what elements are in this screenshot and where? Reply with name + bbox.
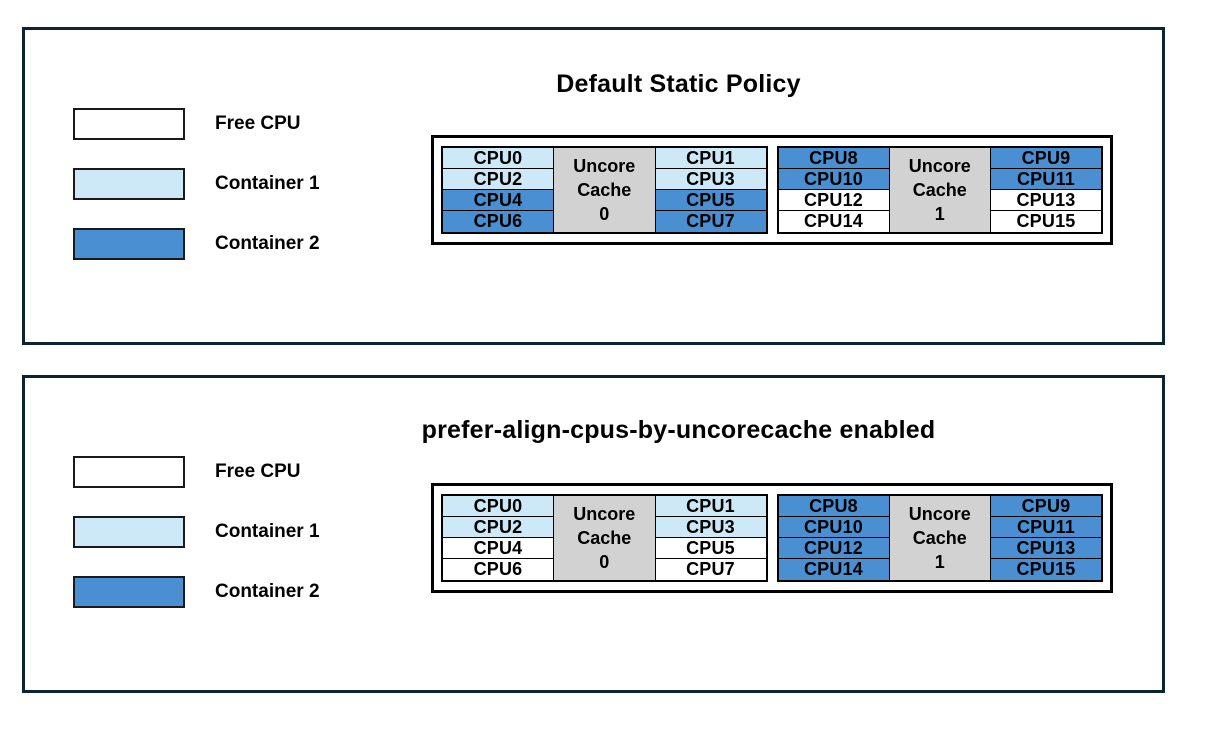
cache-group-0: CPU0 CPU2 CPU4 CPU6 Uncore Cache 0 CPU1 … — [441, 146, 768, 234]
cpu-cell: CPU7 — [654, 210, 767, 233]
uncore-cache-label-line1: Uncore — [573, 503, 636, 524]
uncore-cache-index: 0 — [599, 552, 610, 573]
cpu-column-left: CPU0 CPU2 CPU4 CPU6 — [442, 495, 554, 581]
cpu-column-left: CPU8 CPU10 CPU12 CPU14 — [777, 495, 890, 581]
cpu-cell: CPU1 — [654, 495, 767, 518]
cpu-cell: CPU6 — [442, 558, 554, 581]
uncore-cache-label-line2: Cache — [912, 527, 967, 548]
uncore-cache-block: Uncore Cache 1 — [888, 148, 991, 232]
legend-swatch-container-2 — [73, 576, 185, 608]
legend-item-container-2: Container 2 — [73, 228, 320, 260]
cache-group-1: CPU8 CPU10 CPU12 CPU14 Uncore Cache 1 CP… — [776, 494, 1103, 582]
uncore-cache-label-line2: Cache — [577, 527, 632, 548]
uncore-cache-block: Uncore Cache 0 — [553, 148, 656, 232]
cpu-cell: CPU0 — [442, 147, 554, 170]
panel-prefer-align-cpus-by-uncorecache: prefer-align-cpus-by-uncorecache enabled… — [22, 375, 1165, 693]
legend-label-free-cpu: Free CPU — [215, 461, 301, 482]
uncore-cache-index: 0 — [599, 204, 610, 225]
cpu-cell: CPU1 — [654, 147, 767, 170]
cpu-cell: CPU2 — [442, 516, 554, 539]
cpu-cell: CPU9 — [990, 495, 1102, 518]
cpu-topology-diagram: CPU0 CPU2 CPU4 CPU6 Uncore Cache 0 CPU1 … — [431, 483, 1113, 593]
legend-label-container-2: Container 2 — [215, 233, 320, 254]
legend-label-container-1: Container 1 — [215, 521, 320, 542]
cpu-cell: CPU6 — [442, 210, 554, 233]
cpu-cell: CPU5 — [654, 537, 767, 560]
legend-label-container-2: Container 2 — [215, 581, 320, 602]
cpu-cell: CPU11 — [990, 168, 1102, 191]
cpu-cell: CPU14 — [777, 558, 890, 581]
legend-item-container-1: Container 1 — [73, 516, 320, 548]
uncore-cache-block: Uncore Cache 0 — [553, 496, 656, 580]
legend-item-container-2: Container 2 — [73, 576, 320, 608]
cache-group-1: CPU8 CPU10 CPU12 CPU14 Uncore Cache 1 CP… — [776, 146, 1103, 234]
cpu-cell: CPU5 — [654, 189, 767, 212]
cpu-cell: CPU2 — [442, 168, 554, 191]
cpu-cell: CPU3 — [654, 168, 767, 191]
uncore-cache-label-line1: Uncore — [908, 155, 971, 176]
legend: Free CPU Container 1 Container 2 — [73, 108, 320, 260]
cpu-cell: CPU15 — [990, 558, 1102, 581]
legend-swatch-container-1 — [73, 168, 185, 200]
uncore-cache-index: 1 — [934, 552, 945, 573]
legend-label-container-1: Container 1 — [215, 173, 320, 194]
uncore-cache-label-line2: Cache — [912, 179, 967, 200]
cpu-cell: CPU10 — [777, 168, 890, 191]
cpu-column-right: CPU9 CPU11 CPU13 CPU15 — [990, 495, 1102, 581]
cpu-column-right: CPU1 CPU3 CPU5 CPU7 — [654, 147, 767, 233]
legend-swatch-container-2 — [73, 228, 185, 260]
cpu-cell: CPU14 — [777, 210, 890, 233]
cpu-cell: CPU4 — [442, 537, 554, 560]
cpu-cell: CPU8 — [777, 147, 890, 170]
legend-item-free-cpu: Free CPU — [73, 108, 320, 140]
cpu-cell: CPU10 — [777, 516, 890, 539]
uncore-cache-index: 1 — [934, 204, 945, 225]
page-title: Default Static Policy — [556, 70, 801, 98]
cpu-column-right: CPU1 CPU3 CPU5 CPU7 — [654, 495, 767, 581]
cpu-cell: CPU12 — [777, 189, 890, 212]
legend: Free CPU Container 1 Container 2 — [73, 456, 320, 608]
legend-swatch-container-1 — [73, 516, 185, 548]
cpu-cell: CPU3 — [654, 516, 767, 539]
uncore-cache-label-line1: Uncore — [573, 155, 636, 176]
cpu-column-left: CPU8 CPU10 CPU12 CPU14 — [777, 147, 890, 233]
uncore-cache-label-line1: Uncore — [908, 503, 971, 524]
cpu-cell: CPU13 — [990, 189, 1102, 212]
cpu-cell: CPU15 — [990, 210, 1102, 233]
panel-default-static-policy: Default Static Policy Free CPU Container… — [22, 27, 1165, 345]
cpu-cell: CPU4 — [442, 189, 554, 212]
legend-item-free-cpu: Free CPU — [73, 456, 320, 488]
uncore-cache-label-line2: Cache — [577, 179, 632, 200]
legend-swatch-free-cpu — [73, 108, 185, 140]
legend-swatch-free-cpu — [73, 456, 185, 488]
cache-group-0: CPU0 CPU2 CPU4 CPU6 Uncore Cache 0 CPU1 … — [441, 494, 768, 582]
legend-item-container-1: Container 1 — [73, 168, 320, 200]
cpu-cell: CPU9 — [990, 147, 1102, 170]
cpu-cell: CPU12 — [777, 537, 890, 560]
uncore-cache-block: Uncore Cache 1 — [888, 496, 991, 580]
cpu-cell: CPU13 — [990, 537, 1102, 560]
cpu-topology-diagram: CPU0 CPU2 CPU4 CPU6 Uncore Cache 0 CPU1 … — [431, 135, 1113, 245]
cpu-column-left: CPU0 CPU2 CPU4 CPU6 — [442, 147, 554, 233]
cpu-column-right: CPU9 CPU11 CPU13 CPU15 — [990, 147, 1102, 233]
page-title: prefer-align-cpus-by-uncorecache enabled — [421, 416, 936, 444]
cpu-cell: CPU11 — [990, 516, 1102, 539]
cpu-cell: CPU7 — [654, 558, 767, 581]
cpu-cell: CPU8 — [777, 495, 890, 518]
legend-label-free-cpu: Free CPU — [215, 113, 301, 134]
cpu-cell: CPU0 — [442, 495, 554, 518]
